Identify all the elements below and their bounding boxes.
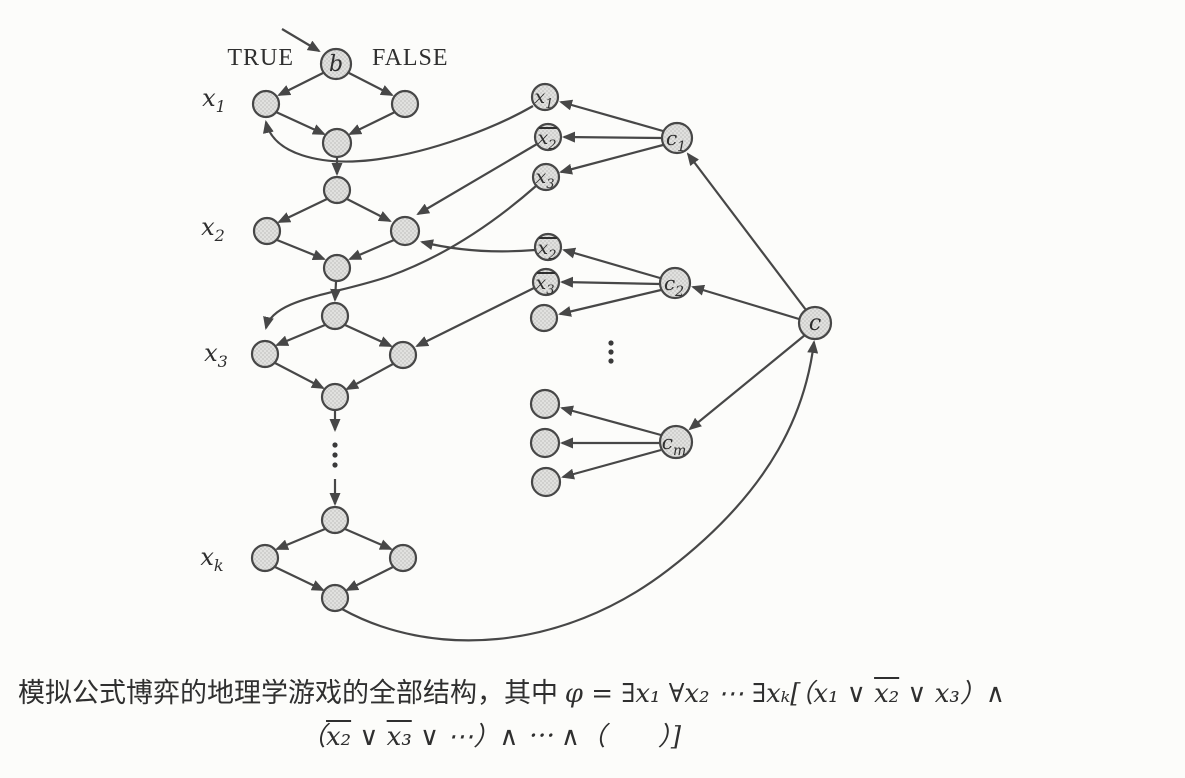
svg-text:cm: cm <box>662 430 686 459</box>
clause-ellipsis <box>608 340 614 364</box>
row-label-x3: x3 <box>204 339 228 371</box>
geography-game-diagram: b x1 x2 x3 x2 x3 c1 <box>200 28 833 642</box>
node-x3-top <box>320 301 350 331</box>
edge-x2-true-to-x2-bottom <box>276 238 326 261</box>
edge-c-to-c2 <box>691 284 800 321</box>
node-c-hub: c <box>797 305 833 341</box>
svg-text:c1: c1 <box>666 126 686 155</box>
edge-b-to-x1-false <box>348 72 394 96</box>
edge-c1-to-literal-not-x2 <box>562 131 663 143</box>
edge-cm-to-literal-1 <box>560 405 662 437</box>
edge-literal-not-x2b-to-x2-false <box>420 239 536 253</box>
node-xk-false <box>388 543 418 573</box>
svg-text:x1: x1 <box>535 86 554 112</box>
node-x2-bottom <box>322 253 352 283</box>
node-literal-not-x2-second: x2 <box>533 232 563 263</box>
edge-x2-top-to-x2-false <box>346 198 392 222</box>
edge-c1-to-literal-x3 <box>559 143 664 175</box>
edge-x3-top-to-x3-false <box>344 323 393 348</box>
node-literal-blank-cm-3 <box>530 466 562 498</box>
true-branch-label: TRUE <box>227 45 294 71</box>
node-x2-true <box>252 216 282 246</box>
node-x3-false <box>388 340 418 370</box>
edge-x2-false-to-x2-bottom <box>348 238 395 261</box>
node-b: b <box>319 47 353 81</box>
edge-c1-to-literal-x1 <box>559 99 664 133</box>
row-label-xk: xk <box>200 543 223 575</box>
edge-xk-top-to-xk-true <box>275 527 326 551</box>
caption-text-cjk: 模拟公式博弈的地理学游戏的全部结构，其中 <box>18 678 565 708</box>
node-clause-c1: c1 <box>660 121 694 155</box>
edge-xk-false-to-xk-bottom <box>345 566 394 591</box>
node-xk-true <box>250 543 280 573</box>
edge-literal-x1-to-x1-true <box>262 105 534 163</box>
node-literal-not-x2: x2 <box>533 122 563 153</box>
caption-formula-line-1: φ = ∃x₁ ∀x₂ ⋯ ∃xₖ[（x₁ ∨ x₂ ∨ x₃）∧ <box>564 679 1005 709</box>
row-label-x1: x1 <box>202 84 226 116</box>
edge-cm-to-literal-3 <box>561 448 662 480</box>
edge-c2-to-literal-not-x2 <box>562 247 661 280</box>
svg-text:x2: x2 <box>538 237 557 263</box>
edge-literal-x3-to-x3-true <box>263 185 537 330</box>
edge-x3-false-to-x3-bottom <box>345 363 394 390</box>
node-xk-top <box>320 505 350 535</box>
node-x2-false <box>389 215 421 247</box>
node-x3-bottom <box>320 382 350 412</box>
edge-c2-to-literal-not-x3 <box>560 276 661 288</box>
edge-xk-bottom-to-c <box>341 340 819 642</box>
edge-x1-true-to-x1-bottom <box>275 111 326 135</box>
node-literal-not-x3: x3 <box>531 267 561 298</box>
svg-text:x2: x2 <box>538 127 557 153</box>
svg-text:x3: x3 <box>536 272 555 298</box>
edge-x3-top-to-x3-true <box>275 323 326 347</box>
svg-text:c2: c2 <box>664 271 684 300</box>
edge-start-to-b <box>281 28 321 53</box>
node-xk-bottom <box>320 583 350 613</box>
row-label-x2: x2 <box>201 213 225 245</box>
node-literal-blank-cm-2 <box>529 427 561 459</box>
edge-x3-true-to-x3-bottom <box>274 362 325 389</box>
edge-xk-top-to-xk-false <box>344 527 393 551</box>
node-literal-blank-cm-1 <box>529 388 561 420</box>
node-literal-blank-c2 <box>529 303 559 333</box>
caption-line-1: 模拟公式博弈的地理学游戏的全部结构，其中 φ = ∃x₁ ∀x₂ ⋯ ∃xₖ[（… <box>18 671 1005 710</box>
chain-ellipsis <box>332 442 338 468</box>
node-clause-c2: c2 <box>658 266 692 300</box>
edge-x1-false-to-x1-bottom <box>348 111 396 135</box>
edge-b-to-x1-true <box>277 72 324 96</box>
node-c-label: c <box>809 311 821 336</box>
node-clause-cm: cm <box>658 424 694 460</box>
node-x1-true <box>251 89 281 119</box>
edge-xk-true-to-xk-bottom <box>274 566 325 591</box>
node-x3-true <box>250 339 280 369</box>
edge-c2-to-literal-3 <box>558 288 662 317</box>
false-branch-label: FALSE <box>372 45 449 71</box>
node-x1-bottom <box>321 127 353 159</box>
edge-literal-not-x3-to-x3-false <box>415 287 535 347</box>
node-literal-x1: x1 <box>530 82 560 112</box>
node-x2-top <box>322 175 352 205</box>
svg-text:x3: x3 <box>536 166 555 192</box>
edge-c-to-c1 <box>686 152 807 311</box>
edge-c-to-cm <box>688 334 806 431</box>
edge-x2-top-to-x2-true <box>277 198 328 223</box>
node-x1-false <box>390 89 420 119</box>
node-literal-x3: x3 <box>531 162 561 192</box>
node-b-label: b <box>329 52 343 77</box>
edge-literal-not-x2-to-x2-false <box>416 143 538 216</box>
caption-formula-line-2: （x₂ ∨ x₃ ∨ ⋯）∧ ⋯ ∧（ ）] <box>300 722 682 752</box>
